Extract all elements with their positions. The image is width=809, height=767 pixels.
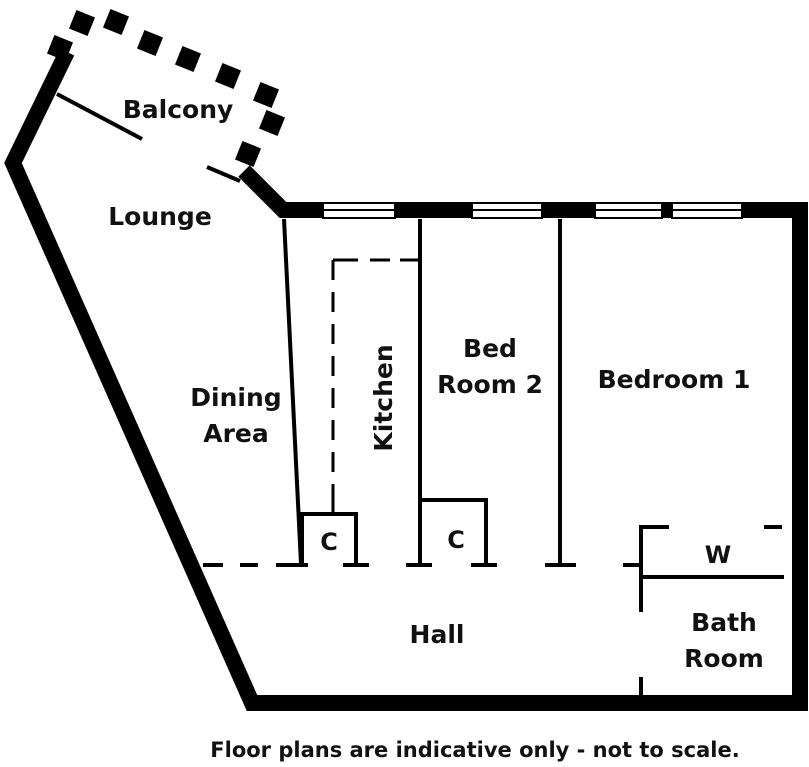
balcony-railing: [46, 8, 286, 168]
room-label-dining: Dining: [190, 383, 281, 412]
room-label-lounge: Lounge: [108, 202, 212, 231]
cupboard-label-bed-room-2: C: [447, 526, 465, 554]
wardrobe-label: W: [705, 541, 731, 569]
cupboard-label-kitchen: C: [320, 528, 338, 556]
window: [471, 202, 543, 219]
outer-wall: [4, 48, 808, 711]
interior-walls: [282, 218, 784, 695]
room-label-kitchen: Kitchen: [369, 344, 398, 451]
room-label-hall: Hall: [410, 620, 465, 649]
disclaimer-caption: Floor plans are indicative only - not to…: [210, 738, 739, 762]
kitchen-outline: [331, 258, 418, 512]
windows: [322, 202, 743, 219]
balcony-doors: [56, 92, 241, 183]
window: [322, 202, 396, 219]
room-label-bedroom-1: Bedroom 1: [598, 365, 751, 394]
room-label-bed: Bed: [463, 334, 517, 363]
room-label-bath: Bath: [691, 608, 757, 637]
window: [594, 202, 663, 219]
room-label-balcony: Balcony: [123, 95, 234, 124]
room-label-bath-room: Room: [684, 644, 764, 673]
outer-walls: [4, 48, 808, 711]
room-label-bed-room-2: Room 2: [437, 370, 543, 399]
window: [671, 202, 743, 219]
room-label-dining-area: Area: [203, 419, 269, 448]
